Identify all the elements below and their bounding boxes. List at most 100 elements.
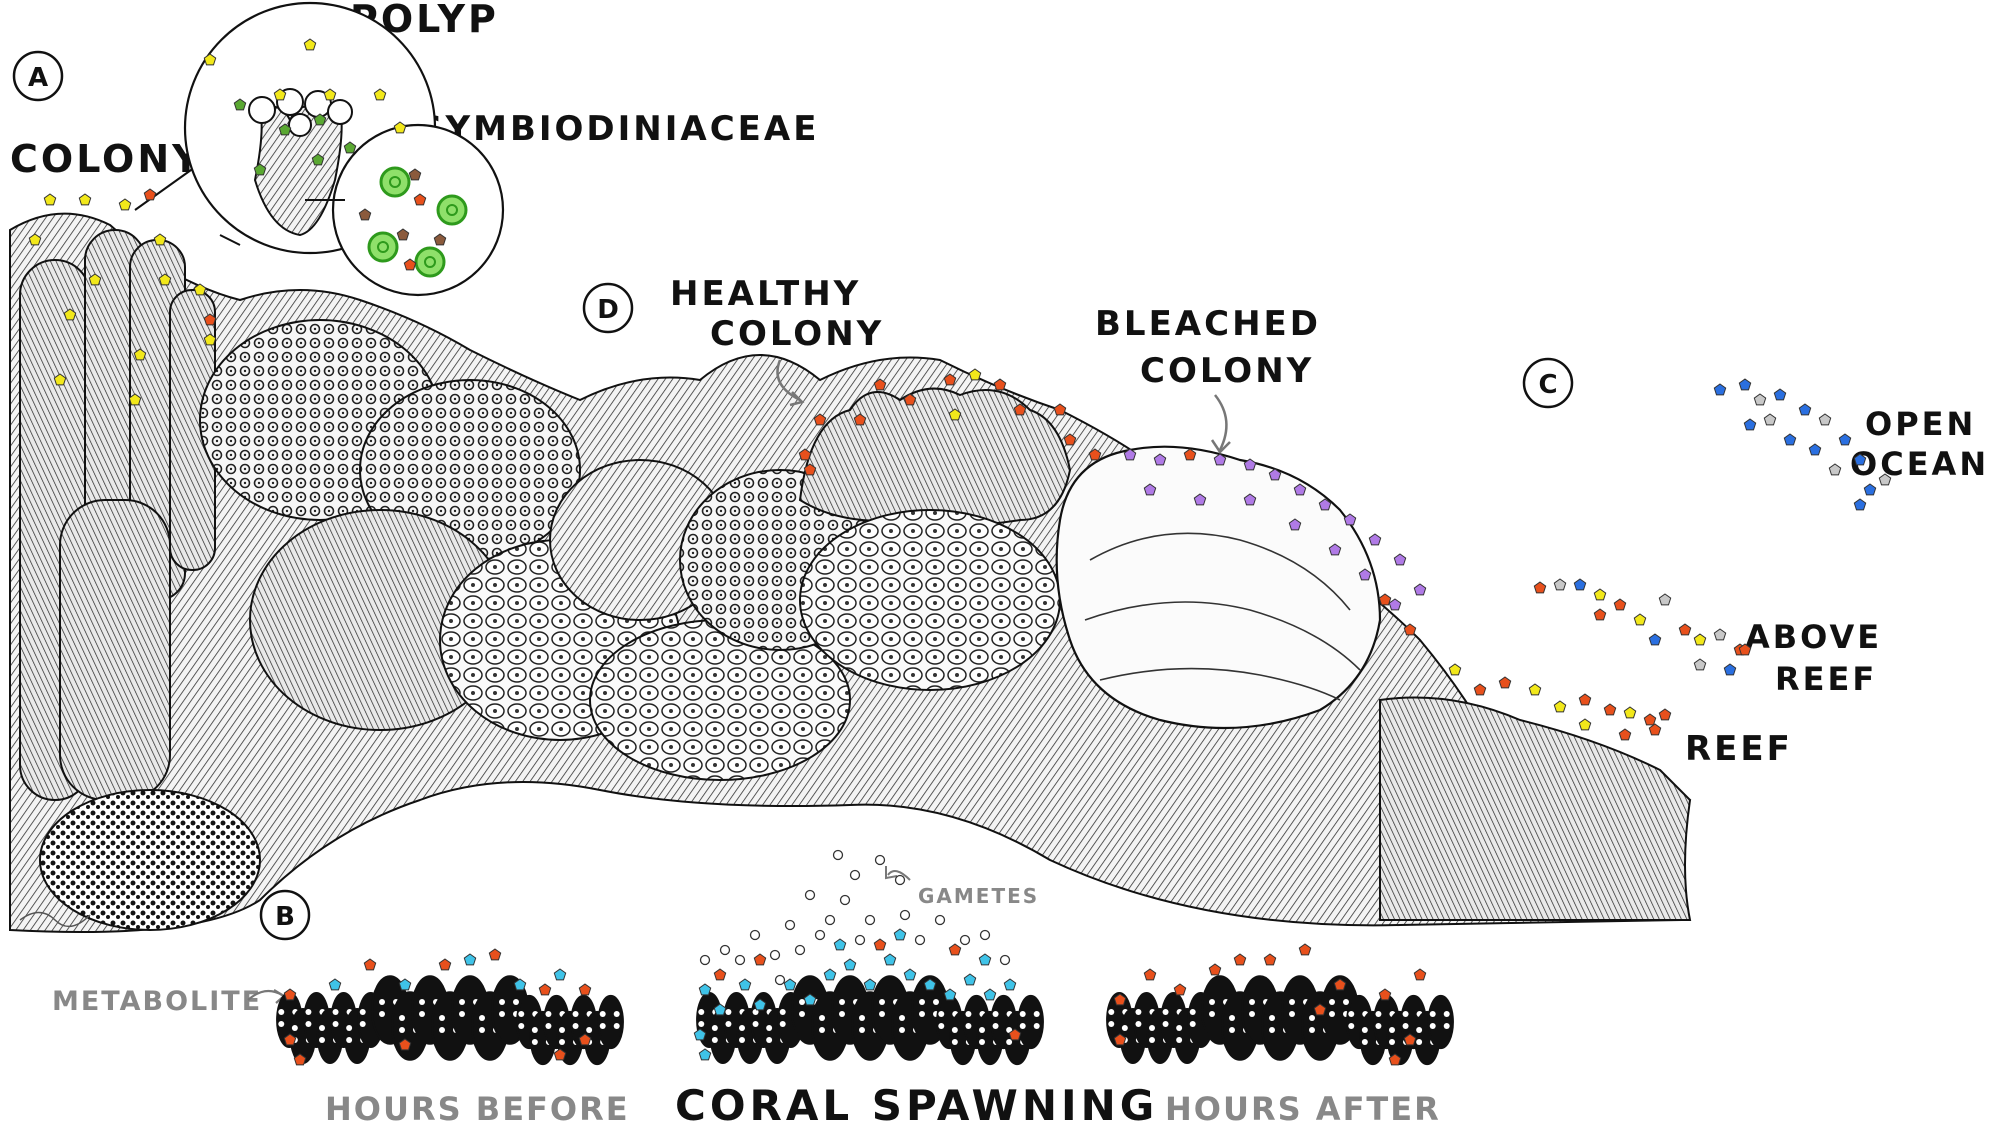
metabolite-marker [873, 378, 887, 391]
bleached-colony-label-line2: COLONY [1140, 351, 1314, 391]
metabolite-marker [943, 988, 957, 1001]
metabolite-marker [1798, 403, 1812, 416]
coral-blob [516, 994, 624, 1066]
panel-d-marker [582, 282, 634, 334]
metabolite-marker [463, 953, 477, 966]
open-ocean-label-line1: OPEN [1865, 405, 1976, 443]
metabolite-marker [1313, 1003, 1327, 1016]
metabolite-marker [311, 153, 325, 166]
metabolite-marker [923, 978, 937, 991]
metabolite-marker [303, 38, 317, 51]
panel-c-letter: C [1538, 370, 1557, 400]
metabolite-marker [1358, 568, 1372, 581]
metabolite-marker [1298, 943, 1312, 956]
symbiodiniaceae-label: SYMBIODINIACEAE [418, 109, 819, 149]
gametes-label: GAMETES [918, 884, 1039, 908]
metabolite-marker [193, 283, 207, 296]
bleached-colony [1055, 445, 1382, 730]
metabolite-marker [698, 1048, 712, 1061]
metabolite-marker [948, 943, 962, 956]
gamete-marker [774, 974, 786, 986]
metabolite-marker [713, 968, 727, 981]
metabolite-marker [1743, 418, 1757, 431]
panel-d: D HEALTHY COLONY BLEACHED COLONY [582, 274, 1321, 454]
metabolite-marker [358, 208, 372, 221]
metabolite-marker [1818, 413, 1832, 426]
callout-line [219, 234, 241, 246]
metabolite-marker [53, 373, 67, 386]
gamete-marker [899, 909, 911, 921]
metabolite-marker [1013, 403, 1027, 416]
metabolite-marker [1183, 448, 1197, 461]
metabolite-marker [1693, 658, 1707, 671]
coral-blob [936, 994, 1044, 1066]
open-ocean-label-line2: OCEAN [1850, 445, 1989, 483]
hours-before-label: HOURS BEFORE [325, 1090, 630, 1128]
gamete-marker [769, 949, 781, 961]
metabolite-marker [28, 233, 42, 246]
gamete-marker [999, 954, 1011, 966]
coral-blob [1346, 994, 1454, 1066]
coral-blob [1201, 975, 1359, 1061]
gamete-marker [839, 894, 851, 906]
gametes-arrow [887, 870, 911, 881]
panel-d-letter: D [597, 295, 619, 325]
metabolite-marker [1783, 433, 1797, 446]
metabolite-marker [1393, 553, 1407, 566]
metabolite-marker [783, 978, 797, 991]
metabolite-marker [323, 88, 337, 101]
metabolite-marker [1553, 578, 1567, 591]
metabolite-marker [993, 378, 1007, 391]
coral-clusters [276, 849, 1454, 1066]
metabolite-marker [753, 953, 767, 966]
metabolite-marker [1288, 518, 1302, 531]
metabolite-marker [963, 973, 977, 986]
metabolite-marker [1618, 728, 1632, 741]
gamete-marker [894, 874, 906, 886]
metabolite-marker [43, 193, 57, 206]
metabolite-marker [203, 333, 217, 346]
metabolite-marker [753, 998, 767, 1011]
metabolite-marker [118, 198, 132, 211]
metabolite-marker [883, 953, 897, 966]
gamete-marker [832, 849, 844, 861]
healthy-colony-arrow [776, 359, 801, 402]
metabolite-marker [1143, 968, 1157, 981]
metabolite-marker [538, 983, 552, 996]
metabolite-marker [578, 983, 592, 996]
metabolite-marker [1738, 378, 1752, 391]
metabolite-marker [1143, 483, 1157, 496]
metabolite-marker [1853, 498, 1867, 511]
metabolite-marker [1113, 1033, 1127, 1046]
metabolite-marker [143, 188, 157, 201]
metabolite-marker [738, 978, 752, 991]
metabolite-marker [1773, 388, 1787, 401]
metabolite-marker [128, 393, 142, 406]
gamete-marker [959, 934, 971, 946]
metabolite-marker [1153, 453, 1167, 466]
metabolite-marker [203, 53, 217, 66]
metabolite-marker [1878, 473, 1892, 486]
gamete-marker [719, 944, 731, 956]
metabolite-marker [363, 958, 377, 971]
reef-illustration [9, 212, 1692, 933]
finger-coral-colony [19, 229, 261, 931]
healthy-colony [798, 387, 1072, 691]
hours-after-label: HOURS AFTER [1165, 1090, 1441, 1128]
metabolite-marker [1808, 443, 1822, 456]
metabolite-marker [1678, 623, 1692, 636]
coral-blob [791, 975, 949, 1061]
metabolite-marker [396, 228, 410, 241]
bleached-colony-label-line1: BLEACHED [1095, 304, 1321, 344]
metabolite-marker [943, 373, 957, 386]
metabolite-marker [133, 348, 147, 361]
metabolite-marker [873, 938, 887, 951]
metabolite-marker [1403, 1033, 1417, 1046]
metabolite-marker [813, 413, 827, 426]
metabolite-marker [1243, 493, 1257, 506]
colony-label: COLONY [10, 137, 203, 181]
metabolite-marker [1213, 453, 1227, 466]
metabolite-marker [1053, 403, 1067, 416]
metabolite-marker [863, 978, 877, 991]
metabolite-marker [153, 233, 167, 246]
